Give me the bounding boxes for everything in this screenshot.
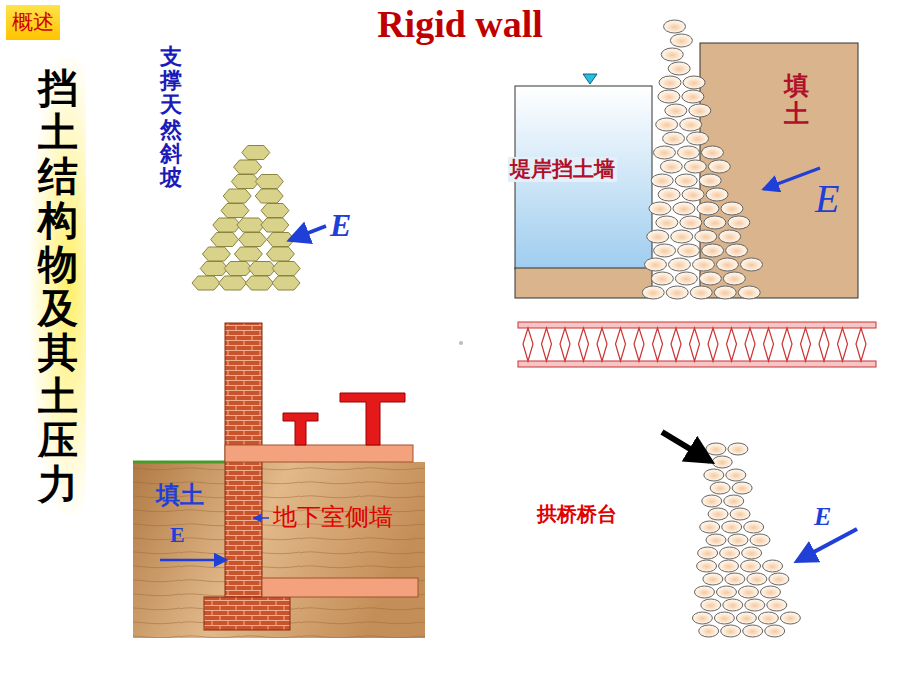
force-label: E — [170, 523, 185, 547]
section-tag: 概述 — [6, 5, 60, 40]
vertical-title-band: 挡土结构物及其土压力 — [30, 58, 86, 514]
caption-vertical: 支撑天然斜坡 — [160, 45, 182, 190]
caption: 拱桥桥台 — [537, 503, 617, 525]
hexagon-pile — [192, 146, 300, 291]
force-label: E — [814, 503, 831, 532]
fill-label: 填土 — [784, 72, 809, 127]
node-text: 挡土结构物及其土压力 — [38, 66, 78, 506]
caption: 堤岸挡土墙 — [508, 157, 617, 182]
caption: 地下室侧墙 — [273, 504, 393, 530]
force-label: E — [330, 208, 351, 243]
slide-title: Rigid wall — [377, 4, 543, 46]
stone-abutment — [692, 443, 800, 637]
stone-wall — [642, 20, 762, 299]
node-text: 概述 — [12, 11, 66, 34]
fill-label: 填土 — [156, 482, 204, 508]
force-label: E — [815, 177, 839, 221]
